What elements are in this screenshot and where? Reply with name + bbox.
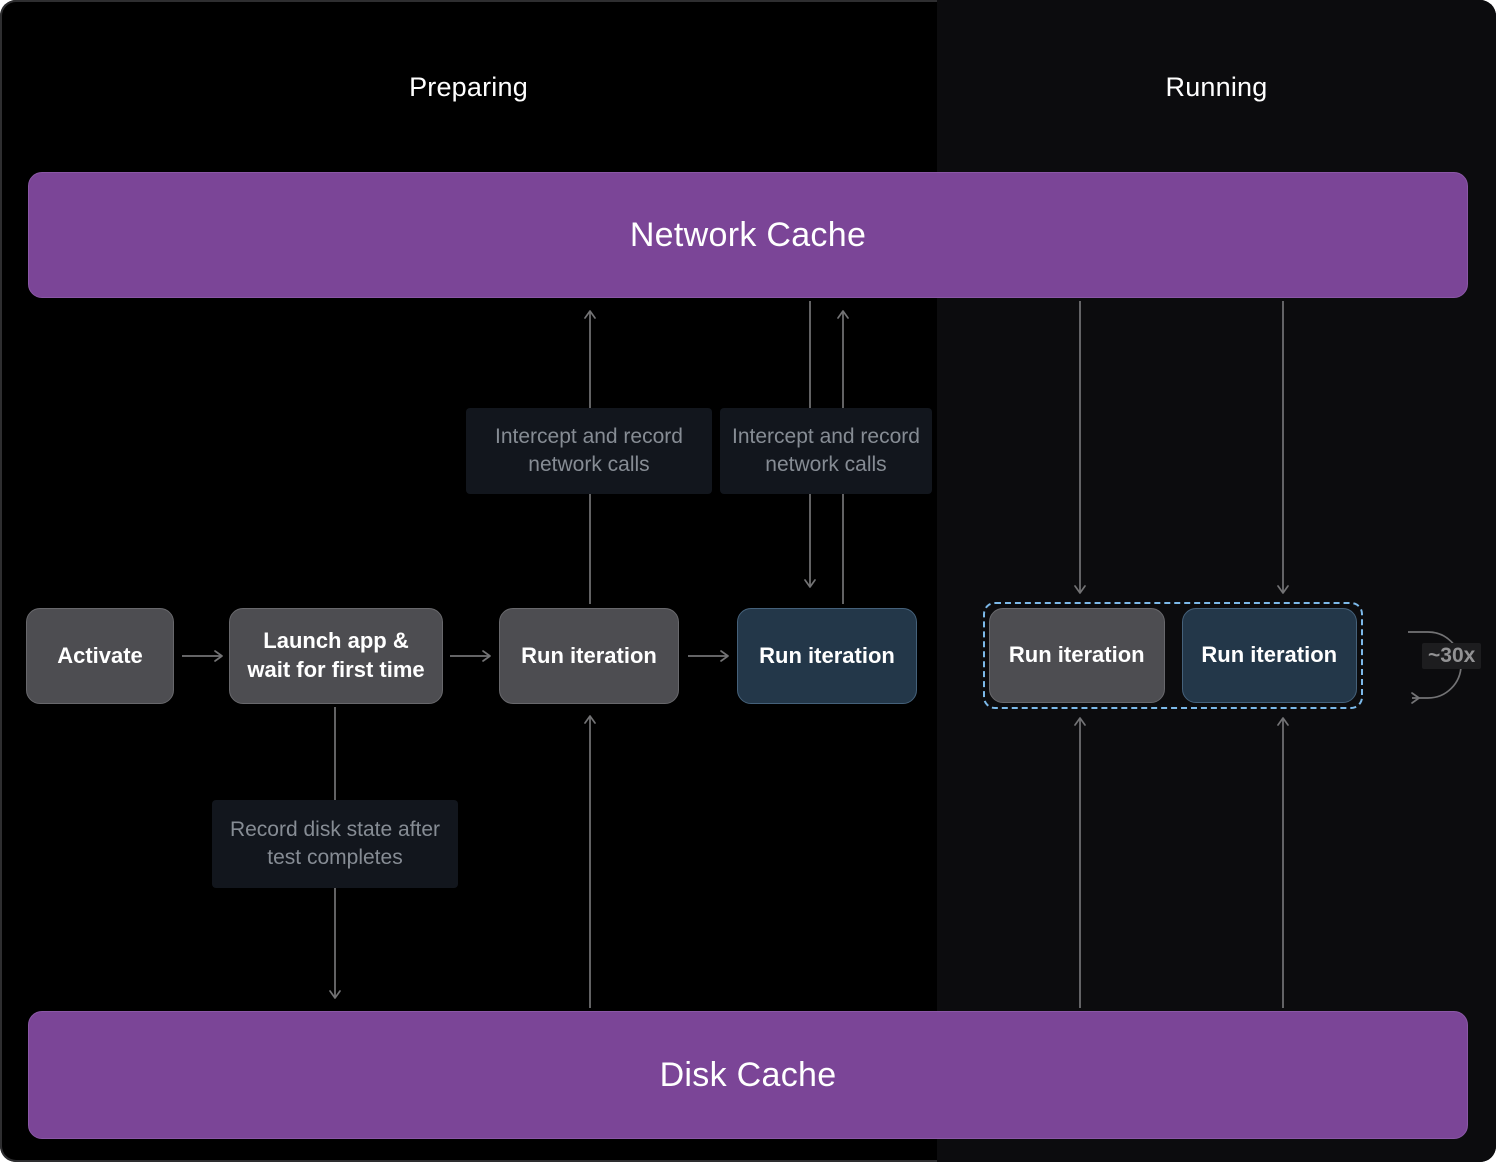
node-run-iteration-loop-gray: Run iteration <box>989 608 1165 703</box>
section-title-running: Running <box>1165 71 1268 102</box>
section-title-preparing: Preparing <box>409 71 528 102</box>
annotation-intercept-network-2: Intercept and record network calls <box>720 408 932 494</box>
flow-arrows <box>182 301 1289 1008</box>
annotation-record-disk-state: Record disk state after test completes <box>212 800 458 888</box>
network-cache-bar: Network Cache <box>28 172 1468 298</box>
node-run-iteration-prepare-disk: Run iteration <box>499 608 679 704</box>
annotation-intercept-network-1: Intercept and record network calls <box>466 408 712 494</box>
node-launch-app: Launch app & wait for first time <box>229 608 443 704</box>
running-loop-group: Run iteration Run iteration <box>983 602 1363 709</box>
loop-count-label: ~30x <box>1422 643 1482 669</box>
node-activate: Activate <box>26 608 174 704</box>
disk-cache-bar: Disk Cache <box>28 1011 1468 1139</box>
node-run-iteration-prepare-network: Run iteration <box>737 608 917 704</box>
node-run-iteration-loop-blue: Run iteration <box>1181 608 1357 703</box>
